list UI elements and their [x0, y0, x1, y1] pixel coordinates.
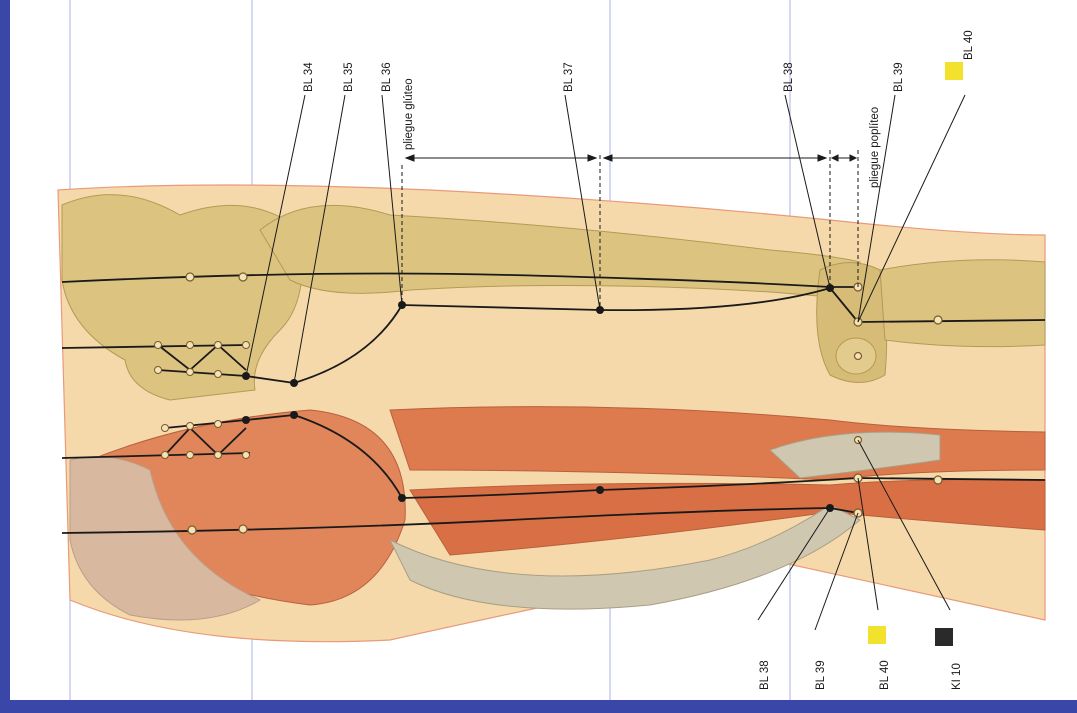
point-sacral-l3: [215, 421, 222, 428]
point-shin-upper: [934, 316, 942, 324]
point-upper-b: [239, 273, 247, 281]
point-upper-a: [186, 273, 194, 281]
point-bl34-lower: [242, 416, 250, 424]
point-knee: [855, 353, 862, 360]
label-bl38-bottom: BL 38: [759, 660, 771, 690]
point-sacral-l1: [162, 425, 169, 432]
point-glute-a: [188, 526, 196, 534]
ki10-marker-bottom: [935, 628, 953, 646]
point-sacral-l7: [243, 452, 250, 459]
diagram-frame: BL 34 BL 35 BL 36 pliegue glúteo BL 37 B…: [10, 0, 1077, 700]
label-ki10-bottom: KI 10: [951, 663, 963, 690]
label-pliegue-gluteo: pliegue glúteo: [403, 78, 415, 150]
bottom-border: [0, 700, 1077, 713]
point-sacral-l5: [187, 452, 194, 459]
point-bl36-lower: [398, 494, 406, 502]
label-pliegue-popliteo: pliegue poplíteo: [869, 107, 881, 188]
label-bl39-top: BL 39: [893, 62, 905, 92]
point-bl35-lower: [290, 411, 298, 419]
point-sacral-u5: [155, 367, 162, 374]
point-sacral-u6: [187, 369, 194, 376]
top-labels: BL 34 BL 35 BL 36 pliegue glúteo BL 37 B…: [303, 30, 975, 188]
bl40-marker-bottom: [868, 626, 886, 644]
label-bl34-top: BL 34: [303, 62, 315, 92]
label-bl35-top: BL 35: [343, 62, 355, 92]
point-sacral-u2: [187, 342, 194, 349]
label-bl39-bottom: BL 39: [815, 660, 827, 690]
point-sacral-l4: [162, 452, 169, 459]
point-sacral-u7: [215, 371, 222, 378]
label-bl36-top: BL 36: [381, 62, 393, 92]
bl40-marker-top: [945, 62, 963, 80]
measurement-arrows: [406, 155, 856, 161]
point-sacral-l2: [187, 423, 194, 430]
point-sacral-l6: [215, 452, 222, 459]
point-sacral-u3: [215, 342, 222, 349]
label-bl37-top: BL 37: [563, 62, 575, 92]
point-bl37-lower: [596, 486, 604, 494]
label-bl40-bottom: BL 40: [879, 660, 891, 690]
point-shin-lower: [934, 476, 942, 484]
tibia: [880, 260, 1045, 347]
point-sacral-u1: [155, 342, 162, 349]
label-bl40-top: BL 40: [963, 30, 975, 60]
point-sacral-u4: [243, 342, 250, 349]
point-glute-b: [239, 525, 247, 533]
label-bl38-top: BL 38: [783, 62, 795, 92]
acupoint-diagram: BL 34 BL 35 BL 36 pliegue glúteo BL 37 B…: [10, 0, 1077, 700]
